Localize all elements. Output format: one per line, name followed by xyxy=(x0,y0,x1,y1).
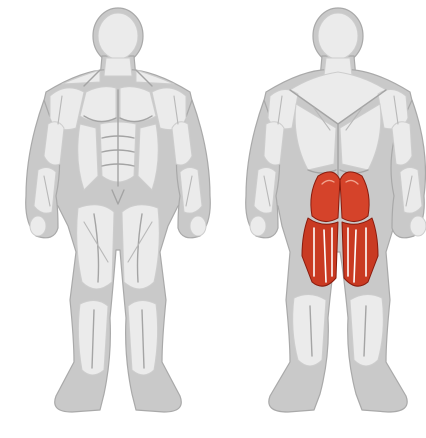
front-biceps-right xyxy=(172,122,192,165)
back-calf-left xyxy=(293,294,326,366)
back-hand-left xyxy=(250,216,266,236)
back-calf-right xyxy=(350,294,383,366)
back-forearm-right xyxy=(400,167,422,213)
front-trapezius xyxy=(62,70,100,84)
front-neck-muscle xyxy=(104,58,132,76)
front-hand-right xyxy=(190,216,206,236)
front-forearm-left xyxy=(34,167,56,213)
back-body-figure xyxy=(246,8,426,412)
front-quadriceps-right xyxy=(122,205,159,289)
front-body-figure xyxy=(26,8,211,412)
back-head-highlight xyxy=(318,13,358,59)
back-forearm-left xyxy=(254,167,276,213)
front-hand-left xyxy=(30,216,46,236)
back-triceps-left xyxy=(264,122,284,165)
back-hand-right xyxy=(410,216,426,236)
front-biceps-left xyxy=(44,122,64,165)
back-triceps-right xyxy=(392,122,412,165)
front-quadriceps-left xyxy=(77,205,114,289)
front-trapezius-right xyxy=(136,70,174,84)
front-forearm-right xyxy=(180,167,202,213)
front-head-highlight xyxy=(98,13,138,59)
